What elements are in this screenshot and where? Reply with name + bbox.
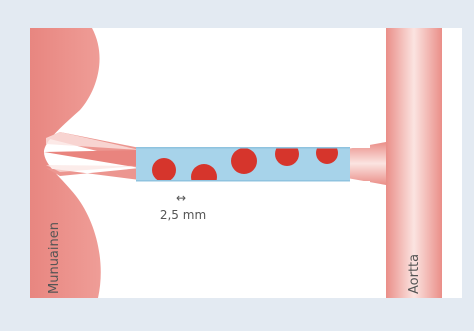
kidney-label: Munuainen	[47, 222, 62, 294]
aorta-branch	[347, 142, 386, 185]
double-arrow-icon: ↔	[176, 191, 186, 205]
red-blood-cell	[152, 158, 176, 182]
aorta-label: Aortta	[407, 254, 422, 294]
scale-label: 2,5 mm	[160, 208, 206, 222]
red-blood-cell	[231, 148, 257, 174]
